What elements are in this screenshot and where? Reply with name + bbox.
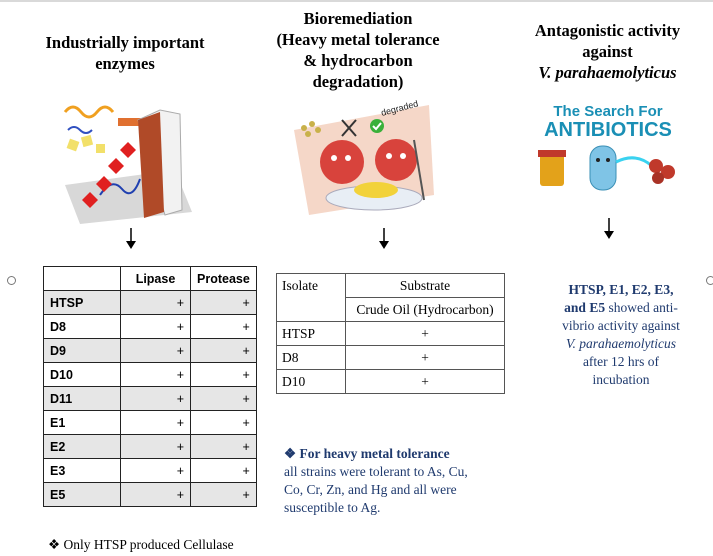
enzyme-illustration-icon (63, 105, 192, 224)
isolate-cell: D10 (43, 362, 121, 387)
result-line2-bold: and E5 (564, 300, 606, 315)
enzyme-table: Lipase Protease HTSP++ D8++ D9++ D10++ D… (43, 266, 257, 507)
lipase-cell: + (120, 386, 191, 411)
antagonistic-result: HTSP, E1, E2, E3, and E5 showed anti- vi… (535, 281, 707, 389)
header-substrate: Substrate (345, 273, 505, 298)
table-row: D10+ (276, 369, 505, 394)
lipase-cell: + (120, 482, 191, 507)
substrate-cell: + (345, 321, 505, 346)
right-handle[interactable] (706, 276, 713, 285)
arrow-down-icon (604, 218, 614, 239)
substrate-table: Isolate Substrate Crude Oil (Hydrocarbon… (276, 273, 505, 394)
col3-title-line1: Antagonistic activity (534, 21, 681, 40)
table-row: HTSP+ (276, 321, 505, 346)
col3-title-line3: V. parahaemolyticus (538, 63, 677, 82)
isolate-cell: E2 (43, 434, 121, 459)
protease-cell: + (190, 410, 257, 435)
protease-cell: + (190, 434, 257, 459)
table-row: E1++ (43, 410, 257, 435)
lipase-cell: + (120, 458, 191, 483)
result-line5: after 12 hrs of (582, 354, 660, 369)
lipase-cell: + (120, 362, 191, 387)
col2-title: Bioremediation (Heavy metal tolerance & … (248, 8, 468, 92)
table-row: D8+ (276, 345, 505, 370)
enzyme-table-header: Lipase Protease (43, 266, 257, 291)
heavy-metal-note-line3: susceptible to Ag. (284, 500, 381, 515)
lipase-cell: + (120, 434, 191, 459)
protease-cell: + (190, 314, 257, 339)
header-lipase: Lipase (120, 266, 191, 291)
table-row: D8++ (43, 314, 257, 339)
header-protease: Protease (190, 266, 257, 291)
table-row: D9++ (43, 338, 257, 363)
col2-title-line4: degradation) (312, 72, 404, 91)
isolate-cell: E5 (43, 482, 121, 507)
col3-title: Antagonistic activity against V. parahae… (510, 20, 705, 83)
cellulase-footnote-text: Only HTSP produced Cellulase (63, 537, 234, 552)
antibiotics-caption-line1: The Search For (553, 103, 663, 120)
isolate-cell: D9 (43, 338, 121, 363)
antibiotics-caption-line2: ANTIBIOTICS (544, 119, 672, 141)
isolate-cell: D11 (43, 386, 121, 411)
heavy-metal-note-line2: Co, Cr, Zn, and Hg and all were (284, 482, 457, 497)
isolate-cell: D8 (276, 345, 346, 370)
table-row: E3++ (43, 458, 257, 483)
isolate-cell: E3 (43, 458, 121, 483)
bioremediation-illustration-icon: degraded (294, 100, 434, 215)
table-row: D10++ (43, 362, 257, 387)
table-row: E5++ (43, 482, 257, 507)
col2-title-line1: Bioremediation (303, 9, 413, 28)
substrate-cell: + (345, 369, 505, 394)
result-line2: and E5 showed anti- (535, 299, 707, 317)
isolate-cell: D10 (276, 369, 346, 394)
top-border (0, 0, 713, 2)
heavy-metal-note-title: For heavy metal tolerance (299, 446, 450, 461)
arrow-down-icon (126, 228, 136, 249)
result-line6: incubation (592, 372, 650, 387)
header-cell (43, 266, 121, 291)
bullet-icon: ❖ (284, 446, 297, 461)
protease-cell: + (190, 458, 257, 483)
result-line3: vibrio activity against (562, 318, 680, 333)
substrate-subheader: Crude Oil (Hydrocarbon) (277, 297, 505, 322)
lipase-cell: + (120, 290, 191, 315)
lipase-cell: + (120, 410, 191, 435)
col3-title-line2: against (582, 42, 633, 61)
substrate-table-header: Isolate Substrate (276, 273, 505, 322)
table-row: E2++ (43, 434, 257, 459)
antibiotics-illustration: The Search For ANTIBIOTICS (528, 104, 688, 196)
heavy-metal-note-line1: all strains were tolerant to As, Cu, (284, 464, 468, 479)
bullet-icon: ❖ (48, 537, 61, 552)
isolate-cell: D8 (43, 314, 121, 339)
heavy-metal-note: ❖ For heavy metal tolerance all strains … (284, 445, 524, 517)
protease-cell: + (190, 482, 257, 507)
col1-title-line2: enzymes (95, 54, 155, 73)
left-handle[interactable] (7, 276, 16, 285)
result-line1: HTSP, E1, E2, E3, (568, 282, 674, 297)
isolate-cell: HTSP (43, 290, 121, 315)
microbes-icon (538, 145, 675, 191)
arrow-down-icon (379, 228, 389, 249)
col1-title-line1: Industrially important (45, 33, 205, 52)
header-isolate: Isolate (276, 273, 346, 322)
col2-title-line2: (Heavy metal tolerance (276, 30, 440, 49)
table-row: HTSP++ (43, 290, 257, 315)
lipase-cell: + (120, 338, 191, 363)
header-crude-oil: Crude Oil (Hydrocarbon) (345, 297, 505, 322)
result-line2-rest: showed anti- (605, 300, 678, 315)
isolate-cell: E1 (43, 410, 121, 435)
protease-cell: + (190, 386, 257, 411)
cellulase-footnote: ❖ Only HTSP produced Cellulase (48, 536, 288, 554)
protease-cell: + (190, 290, 257, 315)
heavy-metal-note-heading: ❖ For heavy metal tolerance (284, 445, 524, 463)
isolate-cell: HTSP (276, 321, 346, 346)
substrate-cell: + (345, 345, 505, 370)
protease-cell: + (190, 362, 257, 387)
table-row: D11++ (43, 386, 257, 411)
col2-title-line3: & hydrocarbon (303, 51, 413, 70)
result-line4: V. parahaemolyticus (566, 336, 676, 351)
col1-title: Industrially important enzymes (10, 32, 240, 74)
lipase-cell: + (120, 314, 191, 339)
protease-cell: + (190, 338, 257, 363)
